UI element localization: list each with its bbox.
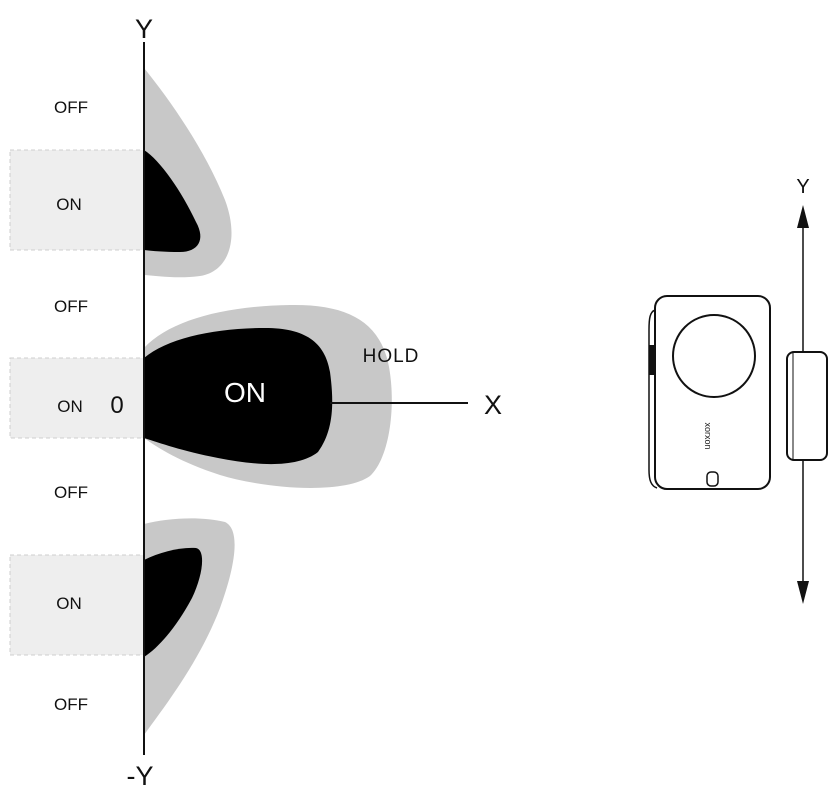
zone-label: OFF [54, 297, 88, 316]
origin-label: 0 [110, 392, 123, 419]
y-axis-top-label: Y [135, 14, 153, 44]
sensor-led-slot [706, 471, 719, 487]
center-on-label: ON [224, 377, 266, 408]
zone-label: ON [56, 594, 82, 613]
axes: Y -Y X 0 [110, 14, 502, 790]
y-axis-bottom-label: -Y [127, 761, 154, 790]
on-region-center [144, 328, 333, 465]
on-band-middle [9, 357, 145, 439]
on-band-top [9, 149, 145, 251]
magnet-body [786, 351, 828, 461]
x-axis-label: X [484, 390, 502, 420]
zone-label: ON [56, 195, 82, 214]
sensor-brand-label: xorxon [703, 422, 713, 449]
sensor-body-edge [648, 309, 658, 489]
zone-label: OFF [54, 483, 88, 502]
up-arrow-icon [797, 205, 809, 228]
on-region-top [144, 150, 201, 252]
down-arrow-icon [797, 581, 809, 604]
on-region-bottom [144, 547, 203, 657]
on-regions [144, 150, 333, 657]
sensor-round-window [672, 314, 756, 398]
zone-labels: OFF ON OFF ON OFF ON OFF [54, 98, 88, 714]
sensor-device: xorxon Y [648, 176, 828, 604]
zone-label: OFF [54, 98, 88, 117]
zone-label: ON [57, 397, 83, 416]
device-y-axis-label: Y [796, 176, 809, 198]
sensor-side-button [649, 345, 655, 375]
zone-label: OFF [54, 695, 88, 714]
hold-label: HOLD [363, 346, 420, 367]
